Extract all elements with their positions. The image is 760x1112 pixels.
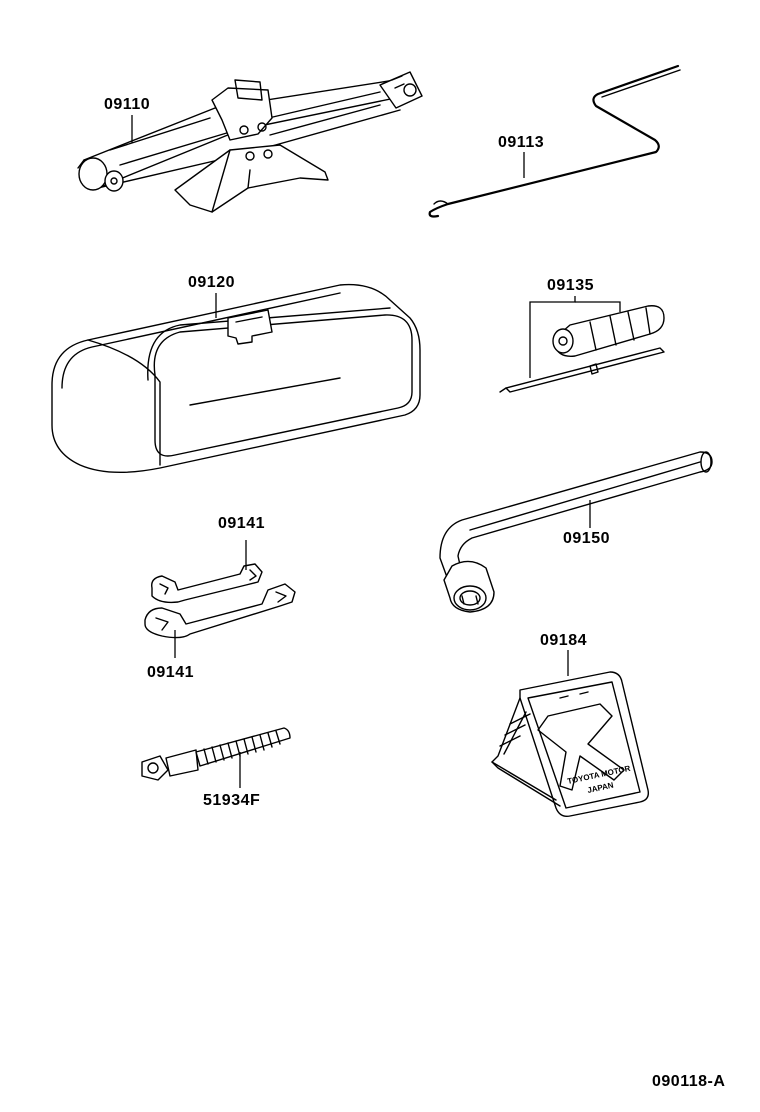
diagram-reference-code: 090118-A [652,1073,726,1090]
part-number-wrench-upper: 09141 [218,515,265,532]
wheel-nut-wrench-drawing [439,451,713,613]
leader-09135b [575,301,621,312]
part-number-wrench-lower: 09141 [147,664,194,681]
part-number-tool-bag: 09120 [188,274,235,291]
part-number-wheel-nut-wrench: 09150 [563,530,610,547]
part-number-screwdriver: 09135 [547,277,594,294]
wrench-lower-drawing [144,583,296,639]
wheel-chock-drawing: TOYOTA MOTOR JAPAN [491,671,650,818]
part-number-wheel-chock: 09184 [540,632,587,649]
tool-bag-drawing [51,283,421,474]
part-number-jack-handle: 09113 [498,134,545,151]
jack-drawing [77,71,423,213]
part-number-bolt: 51934F [203,792,261,809]
wrench-upper-drawing [151,563,263,604]
jack-handle-drawing [428,64,681,218]
screwdriver-drawing [499,305,665,393]
bolt-drawing [141,727,291,781]
part-number-jack: 09110 [104,96,151,113]
leader-09135 [529,296,576,378]
